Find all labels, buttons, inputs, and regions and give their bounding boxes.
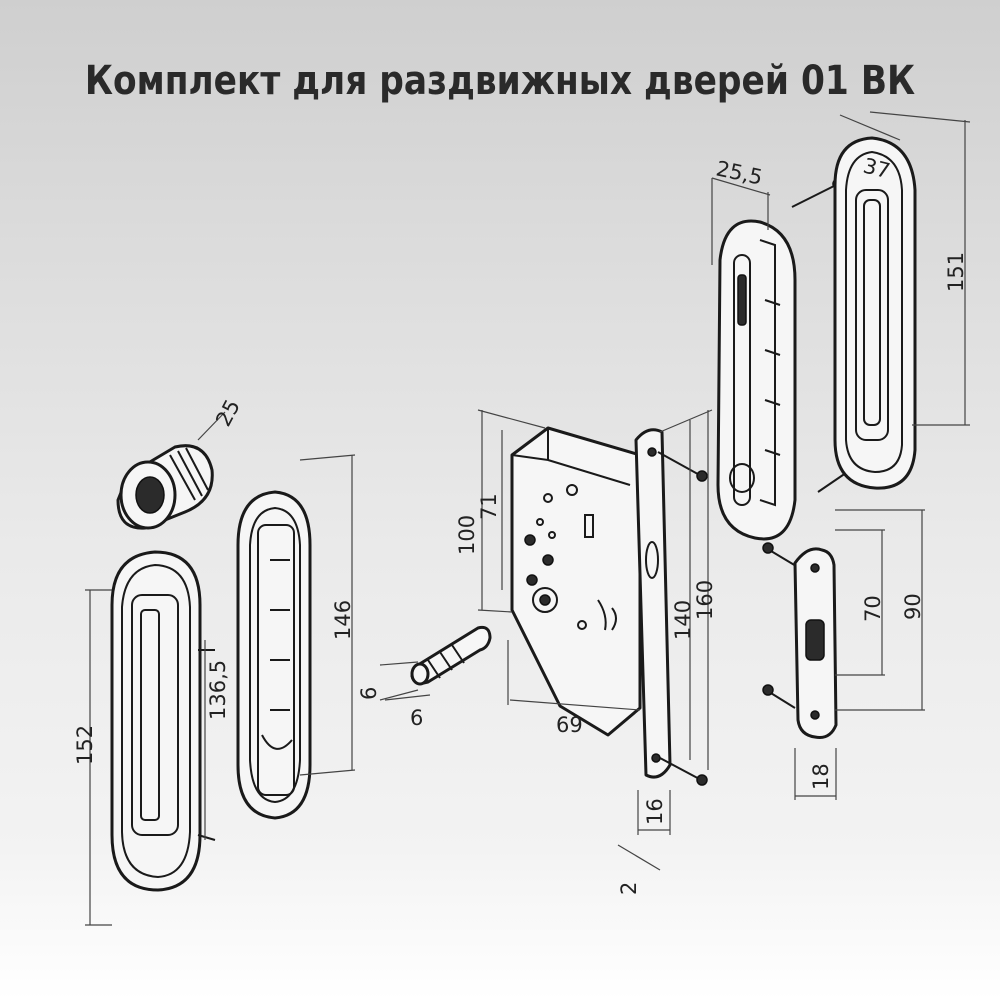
cylinder bbox=[116, 444, 214, 530]
dim-strike-plate bbox=[794, 509, 925, 800]
dim-text-pin-diameter: 6 bbox=[357, 687, 381, 700]
dim-text-strike-90: 90 bbox=[901, 593, 925, 620]
dim-text-lock-69: 69 bbox=[556, 713, 583, 737]
dim-text-faceplate-thickness: 2 bbox=[617, 882, 641, 895]
right-handle bbox=[833, 136, 917, 490]
dim-pin bbox=[379, 661, 431, 701]
dim-text-faceplate-width: 16 bbox=[643, 798, 667, 825]
back-handle bbox=[236, 490, 312, 820]
dim-text-strike-70: 70 bbox=[861, 595, 885, 622]
dim-text-lock-140: 140 bbox=[671, 600, 695, 640]
lock-faceplate bbox=[634, 428, 672, 779]
edge-pull bbox=[716, 219, 797, 541]
dim-right-handle bbox=[839, 111, 971, 426]
dim-text-lock-160: 160 bbox=[693, 580, 717, 620]
dim-lock-body bbox=[477, 409, 641, 711]
dim-edge-pull bbox=[711, 177, 771, 265]
front-handle bbox=[110, 550, 216, 892]
dim-text-lock-71: 71 bbox=[477, 493, 501, 520]
dim-text-lock-100: 100 bbox=[455, 515, 479, 555]
strike-plate bbox=[762, 542, 838, 739]
dim-cylinder-diameter bbox=[197, 411, 226, 441]
spindle-pin bbox=[410, 626, 492, 686]
dim-text-back-height: 146 bbox=[331, 600, 355, 640]
dim-text-strike-width: 18 bbox=[809, 763, 833, 790]
dim-text-cyl-diameter: 25 bbox=[211, 395, 245, 430]
dim-back-handle bbox=[299, 454, 356, 776]
dim-text-pull-width: 25,5 bbox=[714, 156, 765, 189]
dim-front-handle bbox=[85, 589, 206, 926]
dim-text-front-inner: 136,5 bbox=[206, 660, 230, 720]
dim-text-front-height: 152 bbox=[73, 725, 97, 765]
dim-text-right-height: 151 bbox=[944, 252, 968, 292]
dim-faceplate bbox=[617, 409, 713, 871]
faceplate-screws bbox=[657, 451, 708, 786]
dim-text-pin-length: 6 bbox=[410, 706, 423, 730]
diagram-title: Комплект для раздвижных дверей 01 ВК bbox=[84, 58, 916, 104]
lock-body bbox=[510, 426, 642, 737]
